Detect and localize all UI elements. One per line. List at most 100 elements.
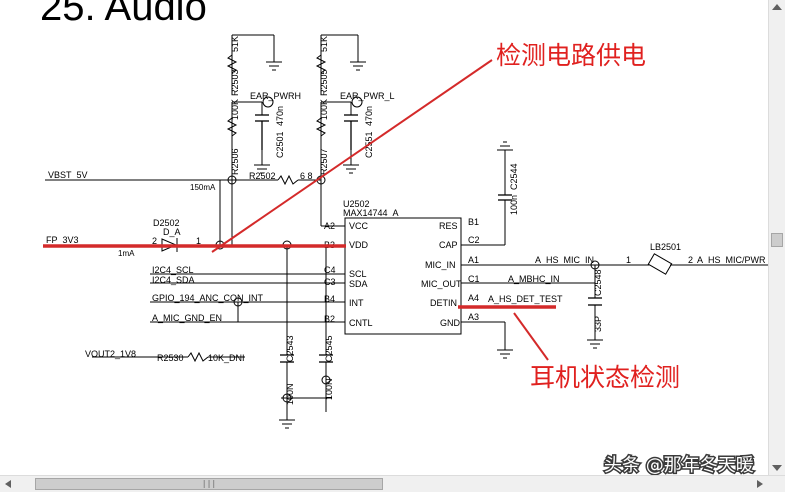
net-i2c-sda: I2C4_SDA: [152, 275, 195, 285]
pin-num: B4: [324, 294, 335, 304]
ground-7: [587, 339, 603, 349]
lb-pin2: 2: [688, 255, 693, 265]
pin-name: VDD: [349, 240, 369, 250]
chip-ref: U2502: [343, 199, 370, 209]
ground-symbols: [254, 61, 603, 429]
c2551-value: 470n: [364, 106, 374, 126]
ear-pwrh-testpoint: [262, 96, 274, 108]
c2501-label: C2501: [275, 131, 285, 158]
net-hs-mic-pwr: A_HS_MIC/PWR: [697, 255, 766, 265]
pin-name: VCC: [349, 221, 369, 231]
r2530-label: R2530: [157, 353, 184, 363]
c2501-value: 470n: [275, 106, 285, 126]
pin-num: C3: [324, 277, 336, 287]
ground-5: [497, 141, 513, 151]
horizontal-scroll-thumb[interactable]: |||: [35, 478, 383, 490]
vertical-scrollbar[interactable]: [768, 0, 785, 475]
watermark: 头条 @那年冬天暖: [604, 455, 754, 475]
chip-part: MAX14744_A: [343, 208, 399, 218]
chip-u2502: [344, 217, 462, 335]
horizontal-scrollbar[interactable]: |||: [0, 475, 785, 492]
red-highlights: [43, 244, 556, 309]
lb-pin1: 1: [626, 255, 631, 265]
r2503-value: 100K: [230, 99, 240, 120]
pin-name: SDA: [349, 279, 368, 289]
r2502-pins: 6 8: [300, 171, 313, 181]
ground-6: [497, 349, 513, 359]
red-pointers: [211, 59, 549, 361]
r2530-value: 10K_DNI: [208, 353, 245, 363]
vertical-scroll-thumb[interactable]: [771, 233, 783, 247]
c2548-label: C2548: [593, 269, 603, 296]
lb2501-symbol: [647, 253, 673, 275]
annotation-earphone-detect: 耳机状态检测: [530, 363, 680, 392]
pin-num: C1: [468, 274, 480, 284]
diode-pin2: 2: [152, 236, 157, 246]
pin-name: MIC_OUT: [421, 279, 462, 289]
pin-num: A3: [468, 312, 479, 322]
r51k-b-label: 51K: [319, 36, 329, 52]
junctions: [215, 175, 600, 403]
detect-pointer-line: [513, 312, 549, 361]
pin-name: RES: [439, 221, 458, 231]
pin-name: CNTL: [349, 318, 373, 328]
r2502-label: R2502: [249, 171, 276, 181]
r2506-label: R2506: [230, 148, 240, 175]
pin-num: B2: [324, 314, 335, 324]
r2505-value: 100K: [319, 99, 329, 120]
pin-name: INT: [349, 298, 364, 308]
net-1ma: 1mA: [118, 249, 135, 258]
net-gpio: GPIO_194_ANC_CON_INT: [152, 293, 264, 303]
lb2501-label: LB2501: [650, 242, 681, 252]
r2507-symbol: [315, 117, 327, 137]
c2545-value: 100N: [324, 378, 334, 400]
net-i2c-scl: I2C4_SCL: [152, 265, 194, 275]
net-hs-mic-in: A_HS_MIC_IN: [535, 255, 594, 265]
pin-num: A2: [324, 221, 335, 231]
scroll-left-arrow-icon[interactable]: [5, 480, 11, 488]
net-vout: VOUT2_1V8: [85, 349, 136, 359]
c2543-value: 100N: [285, 383, 295, 405]
pin-name: GND: [440, 318, 461, 328]
power-pointer-line: [211, 59, 493, 253]
c2545-label: C2545: [324, 335, 334, 362]
net-hs-det: A_HS_DET_TEST: [488, 294, 563, 304]
net-ear-pwrl: EAR_PWR_L: [340, 91, 395, 101]
page-title: 25. Audio: [40, 0, 207, 29]
net-150ma: 150mA: [190, 183, 216, 192]
capacitor-symbols: [255, 114, 602, 363]
ear-pwrl-testpoint: [351, 96, 363, 108]
scroll-right-arrow-icon[interactable]: [757, 480, 763, 488]
r2507-label: R2507: [319, 148, 329, 175]
net-ear-pwrh: EAR_PWRH: [250, 91, 301, 101]
scroll-down-arrow-icon[interactable]: [772, 465, 782, 471]
ground-2: [350, 61, 366, 71]
r2502-symbol: [277, 174, 299, 186]
r2530-symbol: [187, 351, 209, 363]
ground-1: [266, 61, 282, 71]
schematic-canvas: 25. Audio: [40, 0, 768, 475]
c2548-value: 33P: [593, 316, 603, 332]
pin-name: CAP: [439, 240, 458, 250]
net-mic-gnd-en: A_MIC_GND_EN: [152, 313, 222, 323]
scroll-up-arrow-icon[interactable]: [772, 4, 782, 10]
c2543-label: C2543: [285, 335, 295, 362]
pin-name: MIC_IN: [425, 260, 456, 270]
annotation-power-check: 检测电路供电: [496, 41, 646, 70]
net-fp: FP_3V3: [46, 235, 79, 245]
net-mbhc-in: A_MBHC_IN: [508, 274, 560, 284]
d2502-value: D_A: [163, 227, 181, 237]
pin-num: A4: [468, 293, 479, 303]
d2502-label: D2502: [153, 218, 180, 228]
ground-4: [343, 164, 359, 174]
r2505-label: R2505: [319, 69, 329, 96]
r51k-a-label: 51K: [230, 36, 240, 52]
ground-3: [254, 164, 270, 174]
c2544-value: 100n: [509, 195, 519, 215]
resistor-symbols: [187, 54, 327, 363]
r2505-symbol: [315, 54, 327, 74]
pin-num: A1: [468, 255, 479, 265]
r2503-label: R2503: [230, 69, 240, 96]
schematic-diagram: 25. Audio: [40, 0, 768, 475]
pin-name: DETIN: [430, 298, 457, 308]
